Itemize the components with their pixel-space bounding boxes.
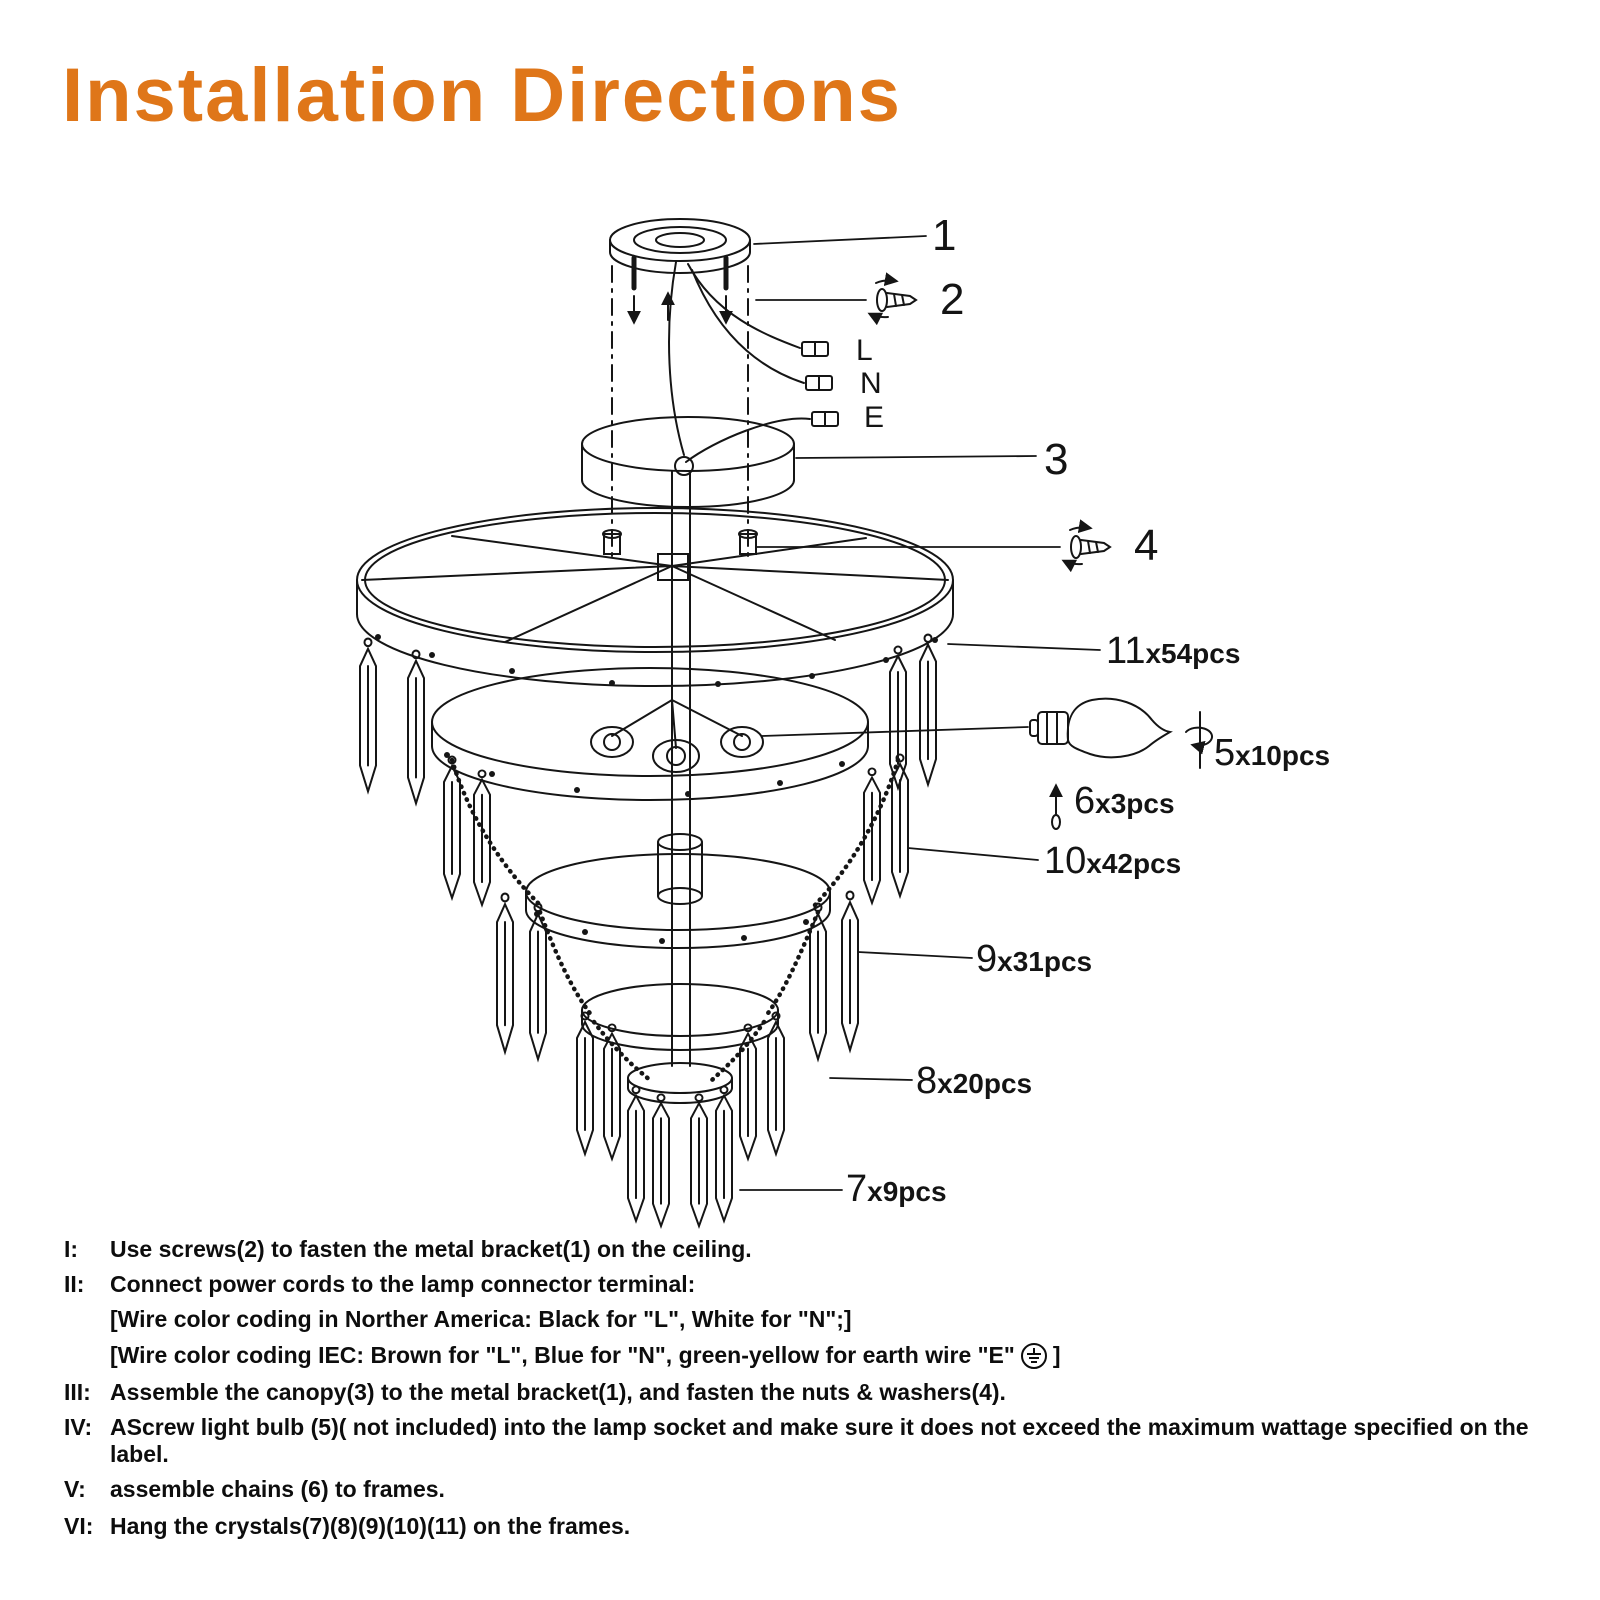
part-number: 11: [1106, 630, 1146, 672]
step-text-after: ]: [1052, 1342, 1061, 1368]
part-qty: x54pcs: [1145, 638, 1241, 669]
crystal-drop: [690, 1093, 708, 1228]
page-title: Installation Directions: [62, 53, 902, 138]
crystal-drop: [495, 892, 515, 1054]
instructions-list: I: Use screws(2) to fasten the metal bra…: [64, 1236, 1562, 1548]
step-prefix: II:: [64, 1271, 85, 1297]
power-wires: [668, 261, 811, 463]
ceiling-bracket: [609, 218, 751, 274]
crystal-drop: [715, 1085, 733, 1222]
center-socket: [657, 833, 703, 905]
step-prefix: VI:: [64, 1513, 94, 1539]
part-number: 7: [846, 1168, 868, 1210]
screw-turn-icon-4: [1064, 527, 1110, 564]
step-prefix: III:: [64, 1379, 91, 1405]
step-prefix: I:: [64, 1236, 79, 1262]
wire-label-e: E: [864, 401, 885, 434]
step-text: Hang the crystals(7)(8)(9)(10)(11) on th…: [110, 1513, 631, 1539]
crystal-drop: [358, 637, 378, 793]
instruction-step-2b: [Wire color coding IEC: Brown for "L", B…: [110, 1342, 1562, 1370]
lamp-sockets: [590, 699, 764, 773]
step-text: Assemble the canopy(3) to the metal brac…: [110, 1379, 1006, 1405]
part-qty: x42pcs: [1086, 848, 1182, 879]
step-text: Use screws(2) to fasten the metal bracke…: [110, 1236, 752, 1262]
crystal-drop: [627, 1085, 645, 1222]
mounting-screws: [627, 255, 733, 325]
wire-terminal-l: [801, 341, 829, 357]
wire-label-n: N: [860, 367, 882, 400]
part-qty: x10pcs: [1235, 740, 1331, 771]
part-number: 8: [916, 1060, 938, 1102]
light-bulb: [1029, 697, 1173, 759]
instruction-step-5: V: assemble chains (6) to frames.: [64, 1476, 1562, 1503]
chain-pin-icon: [1049, 783, 1063, 830]
frame-ring-top-hooks: [375, 634, 938, 687]
crystal-drop: [808, 902, 828, 1061]
step-prefix: V:: [64, 1476, 86, 1502]
part-number: 6: [1074, 780, 1096, 822]
rotate-arrow-icon: [1185, 711, 1214, 769]
instruction-step-2a: [Wire color coding in Norther America: B…: [110, 1306, 1562, 1333]
crystal-drop: [528, 902, 548, 1061]
wire-label-l: L: [856, 334, 873, 367]
frame-ring-3: [525, 853, 831, 949]
frame-ring-2: [431, 667, 869, 801]
part-qty: x9pcs: [867, 1176, 947, 1207]
step-text-before: [Wire color coding IEC: Brown for "L", B…: [110, 1342, 1015, 1368]
crystal-drop: [576, 1011, 594, 1155]
part-qty: x31pcs: [997, 946, 1093, 977]
instruction-step-1: I: Use screws(2) to fasten the metal bra…: [64, 1236, 1562, 1263]
leader-lines: [739, 235, 1101, 1191]
step-text: [Wire color coding IEC: Brown for "L", B…: [110, 1342, 1562, 1370]
wire-terminal-n: [805, 375, 833, 391]
crystal-drop: [840, 890, 860, 1052]
instruction-step-6: VI: Hang the crystals(7)(8)(9)(10)(11) o…: [64, 1513, 1562, 1540]
chains: [449, 757, 901, 1083]
screw-turn-icon-2: [870, 280, 916, 317]
callout-2: 2: [940, 275, 965, 324]
part-qty: x20pcs: [937, 1068, 1033, 1099]
crystal-drop: [652, 1093, 670, 1228]
crystal-drop: [891, 753, 909, 897]
instruction-step-3: III: Assemble the canopy(3) to the metal…: [64, 1379, 1562, 1406]
step-text: Connect power cords to the lamp connecto…: [110, 1271, 696, 1297]
nuts-washers: [602, 529, 758, 555]
canopy: [581, 416, 795, 508]
crystal-drop: [767, 1011, 785, 1155]
wire-terminal-e: [811, 411, 839, 427]
callout-3: 3: [1044, 435, 1069, 484]
step-text: assemble chains (6) to frames.: [110, 1476, 445, 1502]
step-text: [Wire color coding in Norther America: B…: [110, 1306, 852, 1332]
part-number: 10: [1044, 840, 1087, 882]
crystal-drop: [918, 633, 938, 786]
step-text: AScrew light bulb (5)( not included) int…: [110, 1414, 1529, 1467]
frame-ring-2-hooks: [444, 752, 845, 797]
crystal-drop: [443, 755, 461, 899]
frame-ring-bottom: [627, 1062, 733, 1104]
part-qty: x3pcs: [1095, 788, 1175, 819]
instruction-step-2: II: Connect power cords to the lamp conn…: [64, 1271, 1562, 1298]
frame-ring-4: [581, 983, 779, 1051]
earth-ground-icon: [1020, 1343, 1047, 1369]
frame-ring-top: [356, 507, 954, 687]
part-number: 5: [1214, 732, 1236, 774]
callout-1: 1: [932, 211, 957, 260]
step-prefix: IV:: [64, 1414, 93, 1440]
instruction-step-4: IV: AScrew light bulb (5)( not included)…: [64, 1414, 1562, 1468]
alignment-dashed-lines: [611, 265, 749, 557]
part-number: 9: [976, 938, 998, 980]
crystal-drop: [406, 649, 426, 805]
callout-4: 4: [1134, 521, 1159, 570]
